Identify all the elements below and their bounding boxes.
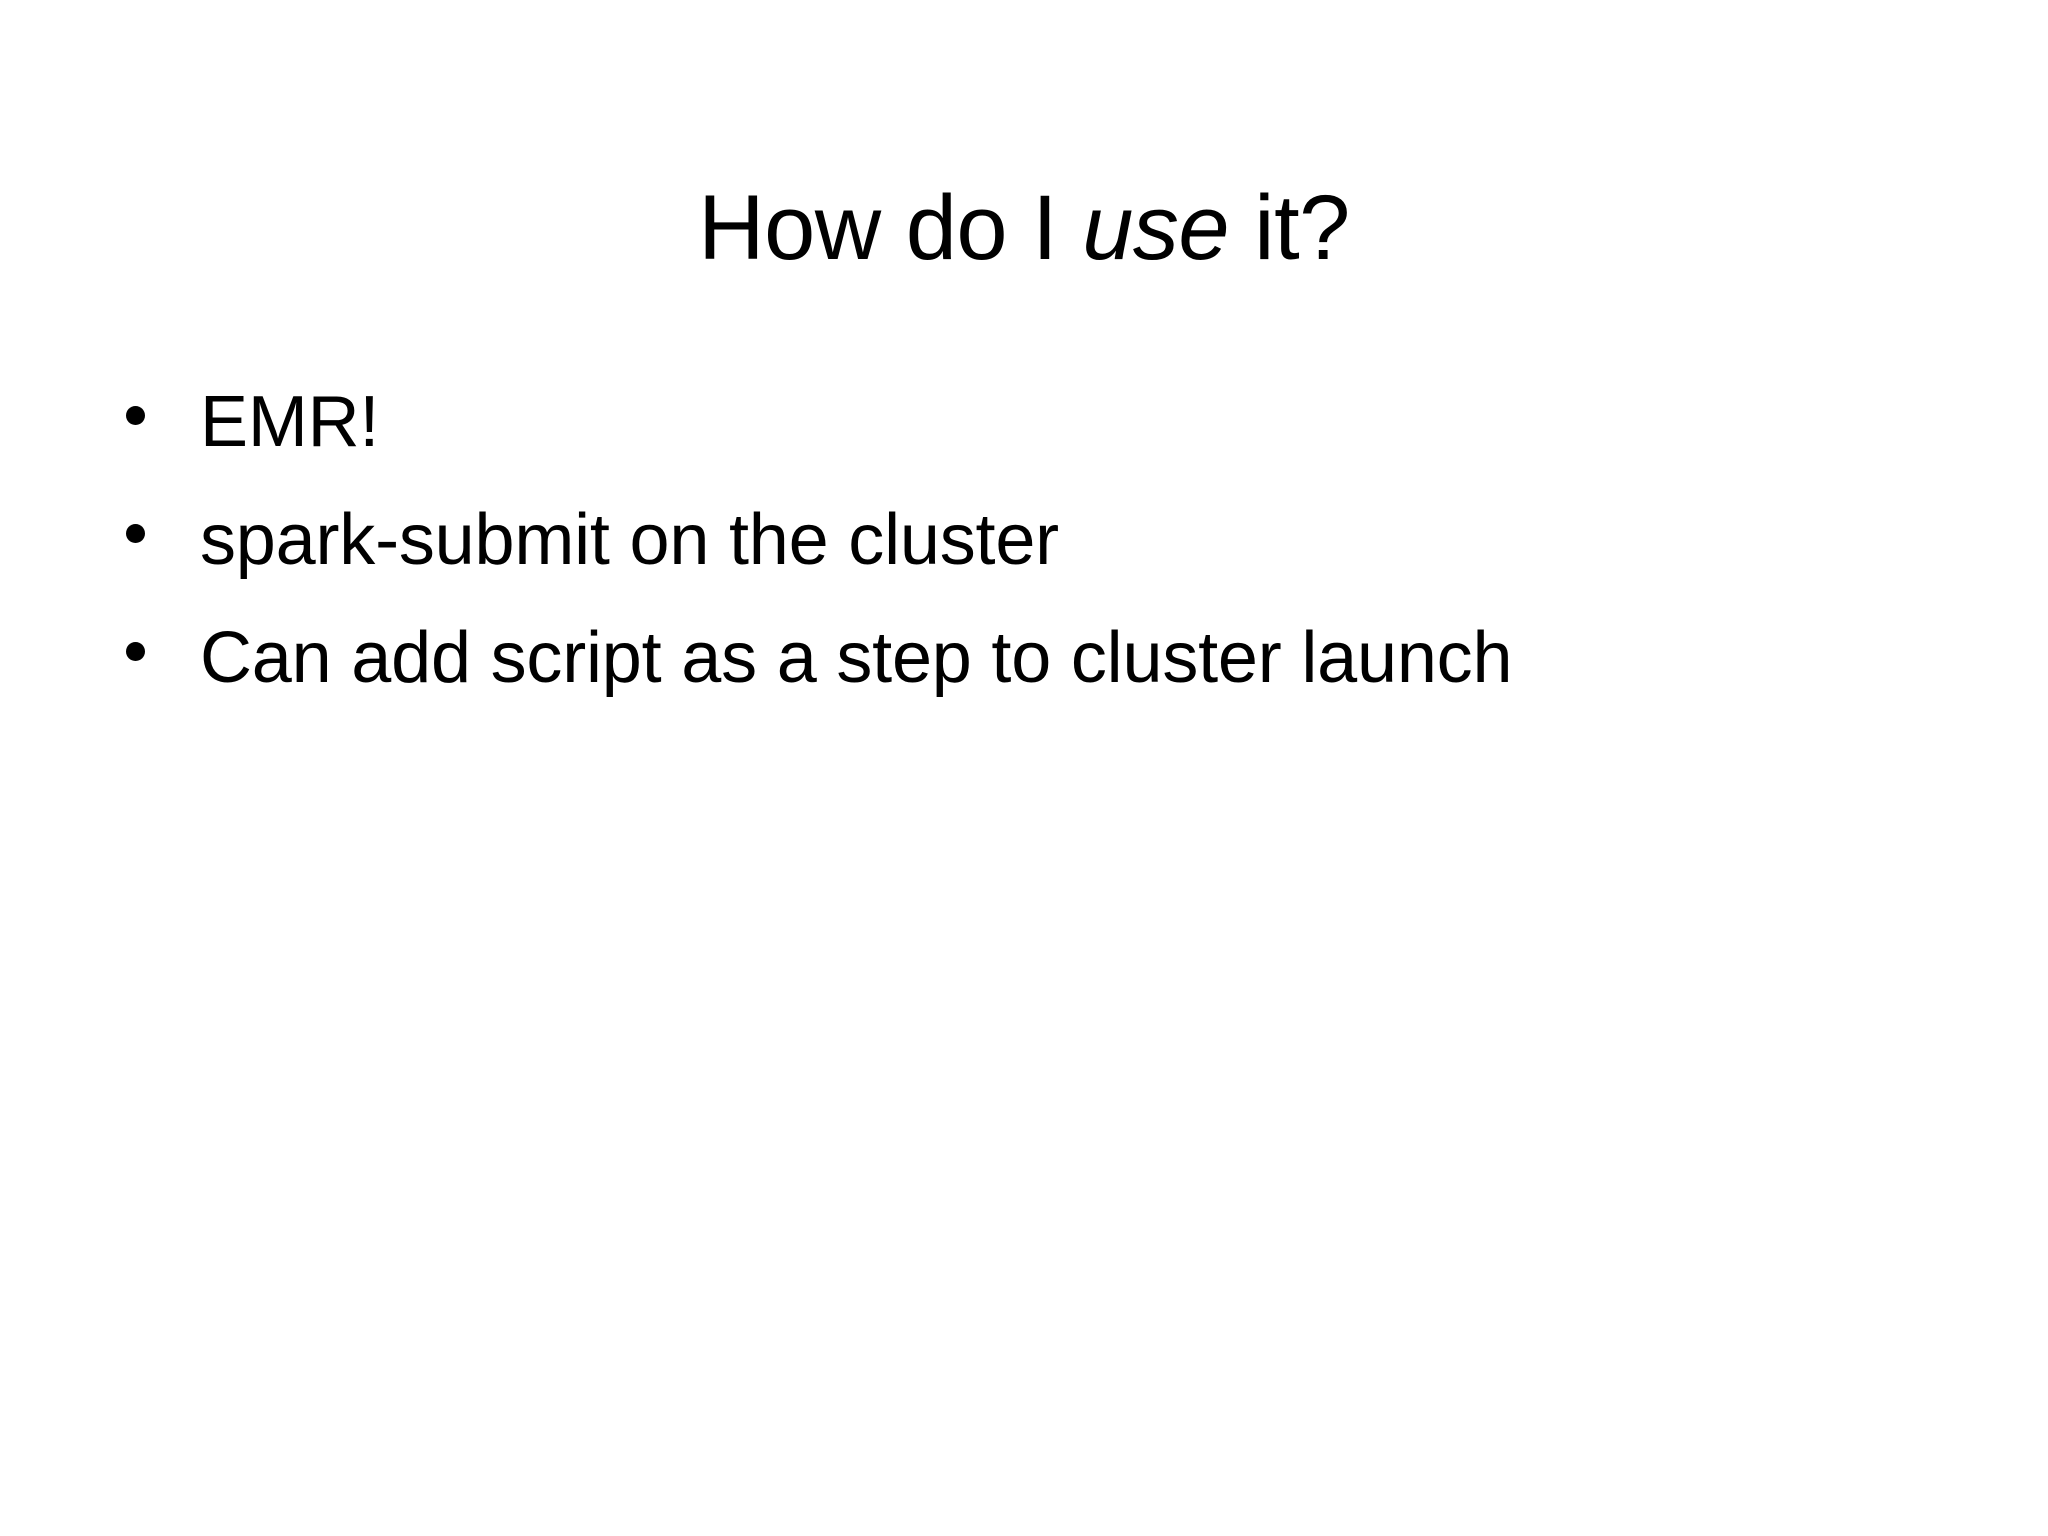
bullet-item-label: EMR! [200,382,380,462]
bullet-item-label: spark-submit on the cluster [200,500,1059,580]
slide-title: How do I use it? [0,176,2048,279]
bullet-dot-icon [126,642,145,661]
bullet-dot-icon [126,406,145,425]
bullet-dot-icon [126,524,145,543]
slide-title-part-after: it? [1229,176,1350,279]
bullet-item-label: Can add script as a step to cluster laun… [200,618,1513,698]
slide-title-emphasis: use [1082,176,1230,279]
list-item: EMR! [108,366,1968,484]
list-item: spark-submit on the cluster [108,484,1968,602]
list-item: Can add script as a step to cluster laun… [108,602,1968,720]
slide-bullet-list: EMR! spark-submit on the cluster Can add… [108,366,1968,720]
slide-title-part-before: How do I [698,176,1083,279]
